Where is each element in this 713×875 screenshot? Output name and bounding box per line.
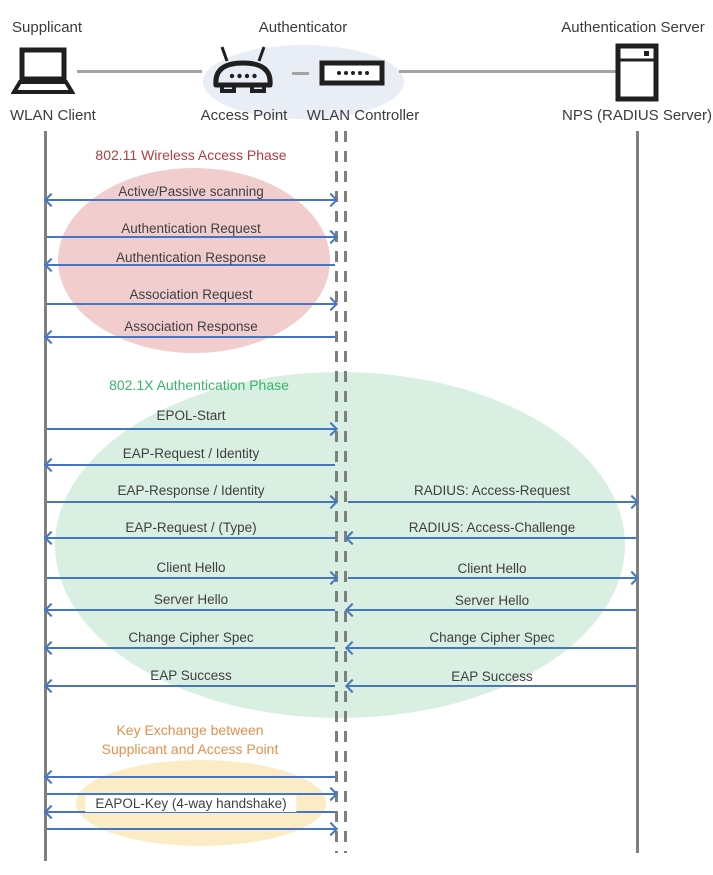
message-label: Server Hello [454, 593, 530, 608]
device-label-nps: NPS (RADIUS Server) [561, 107, 713, 124]
message-arrow [43, 530, 335, 546]
message-label: Association Response [124, 319, 258, 334]
message-label: Change Cipher Spec [429, 630, 555, 645]
arrowhead-right-icon [624, 570, 640, 586]
message-label: Client Hello [457, 561, 527, 576]
message-label: Change Cipher Spec [128, 630, 254, 645]
message-arrow [348, 570, 640, 586]
message-arrow [43, 457, 335, 473]
lifeline-wlan-controller-dashed-right [344, 131, 347, 853]
message-arrow [47, 494, 339, 510]
message-label: EAP-Response / Identity [117, 483, 265, 498]
phase3-title-line1: Key Exchange between [116, 722, 264, 738]
message-arrow [43, 804, 335, 820]
arrowhead-right-icon [323, 786, 339, 802]
message-label: EAP Success [451, 669, 533, 684]
phase3-title-line2: Supplicant and Access Point [101, 741, 279, 757]
arrowhead-right-icon [323, 570, 339, 586]
message-arrow [344, 640, 636, 656]
message-arrow [43, 769, 335, 785]
message-label: Association Request [129, 287, 253, 302]
arrowhead-right-icon [323, 192, 339, 208]
arrowhead-left-icon [43, 457, 59, 473]
arrowhead-right-icon [323, 494, 339, 510]
phase1-title: 802.11 Wireless Access Phase [95, 147, 287, 163]
arrowhead-right-icon [323, 296, 339, 312]
arrowhead-right-icon [323, 821, 339, 837]
role-label-authenticator: Authenticator [258, 19, 348, 36]
arrowhead-left-icon [344, 678, 360, 694]
device-label-wlan-client: WLAN Client [10, 107, 96, 124]
role-label-authentication-server: Authentication Server [561, 19, 705, 36]
arrowhead-left-icon [344, 530, 360, 546]
message-label: EAPOL-Key (4-way handshake) [85, 795, 297, 812]
message-label: Client Hello [156, 560, 226, 575]
message-arrow [43, 257, 335, 273]
message-arrow [47, 821, 339, 837]
arrowhead-left-icon [43, 640, 59, 656]
arrowhead-left-icon [43, 257, 59, 273]
message-label: Authentication Response [115, 250, 267, 265]
phase1-bubble [58, 168, 330, 353]
arrowhead-right-icon [624, 494, 640, 510]
message-label: EAP-Request / (Type) [125, 520, 257, 535]
arrowhead-left-icon [43, 804, 59, 820]
message-label: Authentication Request [121, 221, 261, 236]
message-arrow [348, 494, 640, 510]
arrowhead-left-icon [344, 602, 360, 618]
device-label-access-point: Access Point [200, 107, 288, 124]
message-arrow [43, 678, 335, 694]
arrowhead-left-icon [43, 678, 59, 694]
connector-line [399, 70, 618, 73]
wlan-controller-icon [319, 60, 385, 91]
arrowhead-right-icon [323, 229, 339, 245]
message-label: RADIUS: Access-Request [413, 483, 571, 498]
message-label: EAP Success [150, 668, 232, 683]
phase2-title: 802.1X Authentication Phase [109, 377, 289, 393]
message-arrow [43, 192, 339, 208]
role-label-supplicant: Supplicant [12, 19, 83, 36]
device-label-wlan-controller: WLAN Controller [306, 107, 420, 124]
connector-line [77, 70, 202, 73]
message-arrow [47, 570, 339, 586]
message-label: EAP-Request / Identity [122, 446, 260, 461]
message-arrow [47, 296, 339, 312]
arrowhead-left-icon [43, 329, 59, 345]
message-arrow [344, 530, 636, 546]
message-arrow [43, 329, 335, 345]
message-label: EPOL-Start [156, 408, 226, 423]
message-arrow [43, 602, 335, 618]
server-icon [615, 43, 659, 107]
arrowhead-left-icon [43, 192, 59, 208]
connector-line [292, 72, 309, 75]
arrowhead-left-icon [43, 602, 59, 618]
arrowhead-right-icon [323, 421, 339, 437]
lifeline-wlan-client [44, 131, 47, 861]
lifeline-nps [636, 131, 639, 853]
message-arrow [47, 786, 339, 802]
message-arrow [43, 640, 335, 656]
message-label: RADIUS: Access-Challenge [408, 520, 576, 535]
message-label: Active/Passive scanning [118, 184, 264, 199]
message-arrow [344, 678, 636, 694]
lifeline-wlan-controller-dashed-left [335, 131, 338, 853]
arrowhead-left-icon [344, 640, 360, 656]
message-arrow [47, 229, 339, 245]
message-arrow [344, 602, 636, 618]
message-arrow [47, 421, 339, 437]
message-label: Server Hello [153, 592, 229, 607]
arrowhead-left-icon [43, 769, 59, 785]
laptop-icon [10, 47, 76, 102]
access-point-icon [210, 45, 276, 100]
arrowhead-left-icon [43, 530, 59, 546]
